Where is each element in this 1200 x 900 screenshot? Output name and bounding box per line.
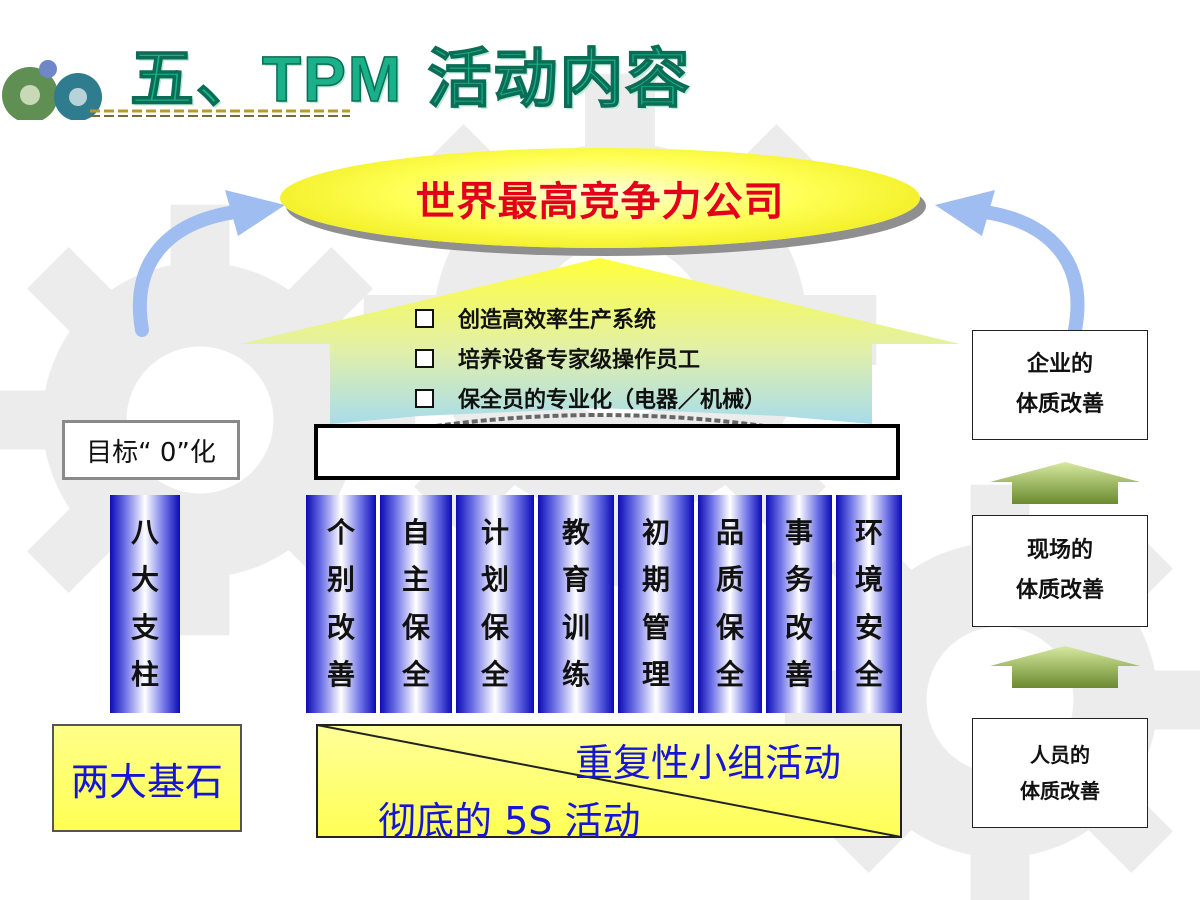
checkbox-square-icon xyxy=(415,348,434,368)
crossbeam xyxy=(314,424,900,480)
header-dashed-rule xyxy=(90,109,350,117)
pillar-autonomous-maintenance: 自主保全 xyxy=(380,495,452,713)
pillar-char: 八 xyxy=(130,515,159,549)
foundation-top-text: 重复性小组活动 xyxy=(575,741,842,785)
up-arrow-icon xyxy=(990,646,1140,688)
roof-items-list: 创造高效率生产系统 培养设备专家级操作员工 保全员的专业化（电器／机械） xyxy=(415,298,895,418)
pillar-individual-improvement: 个别改善 xyxy=(306,495,376,713)
zero-target-box: 目标“ 0”化 xyxy=(62,420,240,480)
pillar-education-training: 教育训练 xyxy=(538,495,614,713)
pillar-office-improvement: 事务改善 xyxy=(766,495,832,713)
pillar-early-management: 初期管理 xyxy=(618,495,694,713)
pillar-quality-maintenance: 品质保全 xyxy=(698,495,762,713)
foundation-box xyxy=(316,724,902,838)
goal-ellipse: 世界最高竞争力公司 xyxy=(280,148,920,248)
header-gear-logo xyxy=(2,60,102,120)
right-box-workplace: 现场的 体质改善 xyxy=(972,515,1148,627)
right-box-personnel: 人员的 体质改善 xyxy=(972,718,1148,828)
page-title: 五、TPM 活动内容 xyxy=(129,42,692,118)
roof-item: 保全员的专业化（电器／机械） xyxy=(415,378,895,418)
goal-text: 世界最高竞争力公司 xyxy=(415,178,785,225)
pillar-char: 柱 xyxy=(130,658,159,692)
checkbox-square-icon xyxy=(415,308,434,328)
checkbox-square-icon xyxy=(415,388,434,408)
right-box-enterprise: 企业的 体质改善 xyxy=(972,330,1148,440)
pillar-environment-safety: 环境安全 xyxy=(836,495,902,713)
pillar-char: 大 xyxy=(130,563,159,597)
base-stone-box: 两大基石 xyxy=(52,724,242,832)
up-arrow-icon xyxy=(990,462,1140,504)
foundation-bottom-text: 彻底的 5S 活动 xyxy=(378,799,641,843)
roof-item: 创造高效率生产系统 xyxy=(415,298,895,338)
pillar-planned-maintenance: 计划保全 xyxy=(456,495,534,713)
pillar-char: 支 xyxy=(130,610,159,644)
eight-pillars-label-pillar: 八 大 支 柱 xyxy=(110,495,180,713)
roof-item: 培养设备专家级操作员工 xyxy=(415,338,895,378)
roof-arrow xyxy=(240,258,960,428)
